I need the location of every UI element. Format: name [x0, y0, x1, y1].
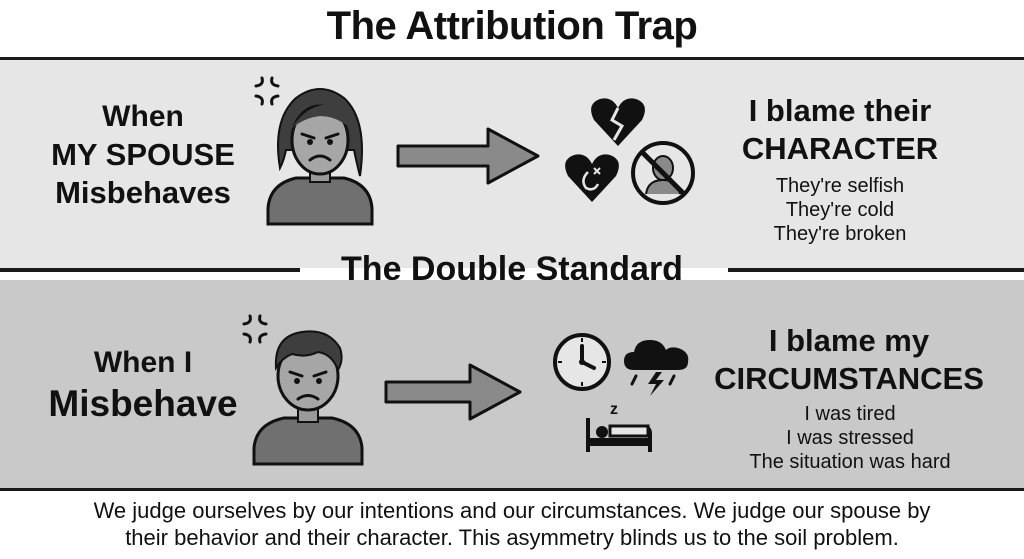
spouse-claim: I blame their CHARACTER — [690, 92, 990, 168]
no-person-icon — [631, 141, 695, 205]
clock-icon — [553, 333, 611, 391]
angry-symbol-icon — [254, 76, 280, 106]
hurt-heart-icon — [565, 154, 619, 202]
page-title: The Attribution Trap — [326, 4, 698, 48]
reason-item: I was stressed — [786, 427, 914, 449]
caption-line: We judge ourselves by our intentions and… — [93, 498, 931, 523]
self-label-line: When I — [93, 346, 193, 379]
divider-rule-left — [0, 268, 300, 272]
woman-avatar-icon — [266, 88, 374, 226]
reason-item: I was tired — [804, 403, 896, 425]
reason-item: The situation was hard — [749, 451, 951, 473]
svg-text:z: z — [610, 401, 618, 418]
self-label-line: Misbehave — [48, 383, 238, 424]
spouse-label-line: When — [102, 100, 184, 133]
arrow-right-icon — [396, 127, 540, 185]
spouse-row-label: When MY SPOUSE Misbehaves — [28, 98, 258, 212]
reason-item: They're cold — [785, 199, 895, 221]
title-rule — [0, 57, 1024, 60]
self-claim-emphasis: CIRCUMSTANCES — [714, 361, 984, 396]
spouse-claim-emphasis: CHARACTER — [741, 131, 939, 166]
caption-line: their behavior and their character. This… — [125, 525, 899, 550]
man-avatar-icon — [252, 330, 364, 466]
spouse-label-line: MY SPOUSE — [51, 137, 235, 172]
storm-cloud-icon — [624, 340, 689, 396]
divider-rule-right — [728, 268, 1024, 272]
caption: We judge ourselves by our intentions and… — [0, 497, 1024, 551]
reason-item: They're broken — [773, 223, 907, 245]
sleeping-bed-icon: z — [586, 401, 652, 452]
arrow-right-icon — [384, 363, 522, 421]
broken-heart-icon — [591, 98, 645, 146]
self-reasons: I was tired I was stressed The situation… — [700, 402, 1000, 474]
reason-item: They're selfish — [775, 175, 905, 197]
self-claim-line: I blame my — [768, 323, 930, 358]
self-panel — [0, 280, 1024, 488]
self-claim: I blame my CIRCUMSTANCES — [694, 322, 1004, 398]
spouse-claim-line: I blame their — [748, 93, 932, 128]
spouse-label-line: Misbehaves — [55, 175, 231, 210]
self-row-label: When I Misbehave — [28, 344, 258, 426]
caption-rule — [0, 488, 1024, 491]
spouse-reasons: They're selfish They're cold They're bro… — [690, 174, 990, 246]
angry-symbol-icon — [242, 314, 268, 344]
